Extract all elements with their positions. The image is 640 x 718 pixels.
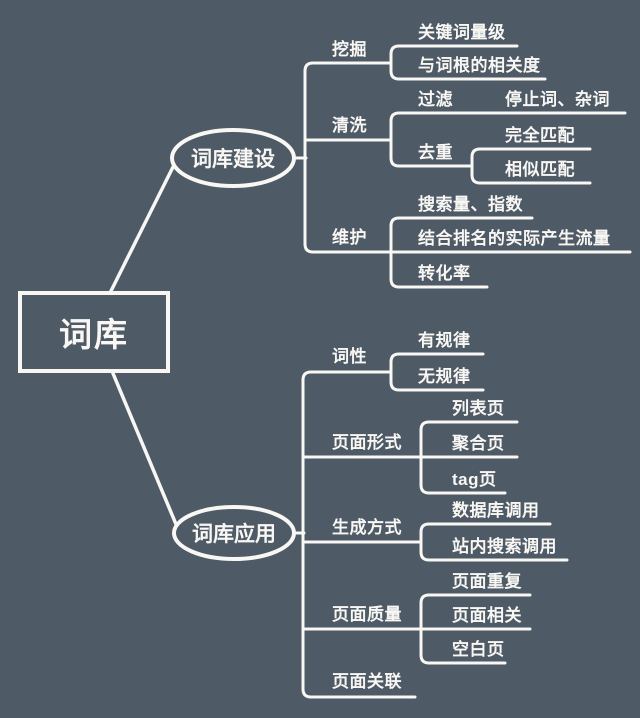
- node-application: 词库应用: [192, 523, 276, 546]
- trunk-page-format-children: [419, 420, 519, 495]
- node-db-call: 数据库调用: [452, 501, 540, 520]
- node-word-pattern: 词性: [332, 347, 367, 366]
- trunk-word-pattern-children: [389, 352, 485, 392]
- node-page-duplicate: 页面重复: [452, 572, 522, 591]
- edge-root-to-construction: [108, 159, 178, 295]
- node-mining: 挖掘: [332, 40, 367, 59]
- node-list-page: 列表页: [452, 399, 505, 418]
- node-aggregate-page: 聚合页: [452, 434, 505, 453]
- node-page-quality: 页面质量: [332, 605, 402, 624]
- node-dedup: 去重: [418, 143, 453, 162]
- node-exact-match: 完全匹配: [505, 126, 575, 145]
- node-site-search-call: 站内搜索调用: [452, 537, 557, 556]
- node-search-volume: 搜索量、指数: [418, 195, 523, 214]
- trunk-page-quality-children: [419, 593, 532, 665]
- node-conversion-rate: 转化率: [418, 264, 471, 283]
- trunk-generation-children: [419, 522, 569, 562]
- node-root: 词库: [59, 316, 129, 353]
- node-root-relevance: 与词根的相关度: [418, 56, 541, 75]
- node-regular: 有规律: [418, 331, 471, 350]
- node-cleaning: 清洗: [332, 116, 367, 135]
- node-irregular: 无规律: [418, 367, 471, 386]
- root-node-box: [18, 291, 170, 373]
- node-maintenance: 维护: [332, 228, 367, 247]
- edge-root-to-application: [110, 369, 180, 531]
- node-ranking-traffic: 结合排名的实际产生流量: [418, 229, 611, 248]
- node-generation: 生成方式: [332, 518, 402, 537]
- node-stop-words: 停止词、杂词: [505, 90, 610, 109]
- construction-ellipse: [170, 128, 296, 188]
- application-ellipse: [172, 505, 296, 561]
- trunk-cleaning-children: [389, 111, 627, 168]
- node-page-format: 页面形式: [332, 433, 402, 452]
- node-similar-match: 相似匹配: [505, 160, 575, 179]
- node-keyword-volume: 关键词量级: [418, 23, 506, 42]
- node-page-related: 页面相关: [452, 606, 522, 625]
- node-page-relation: 页面关联: [332, 672, 402, 691]
- trunk-dedup-children: [470, 147, 592, 185]
- trunk-mining-children: [389, 44, 547, 81]
- node-tag-page: tag页: [452, 470, 497, 489]
- node-blank-page: 空白页: [452, 640, 505, 659]
- trunk-application: [301, 370, 417, 699]
- node-filter: 过滤: [418, 90, 453, 109]
- node-construction: 词库建设: [191, 148, 275, 171]
- trunk-construction: [303, 61, 393, 254]
